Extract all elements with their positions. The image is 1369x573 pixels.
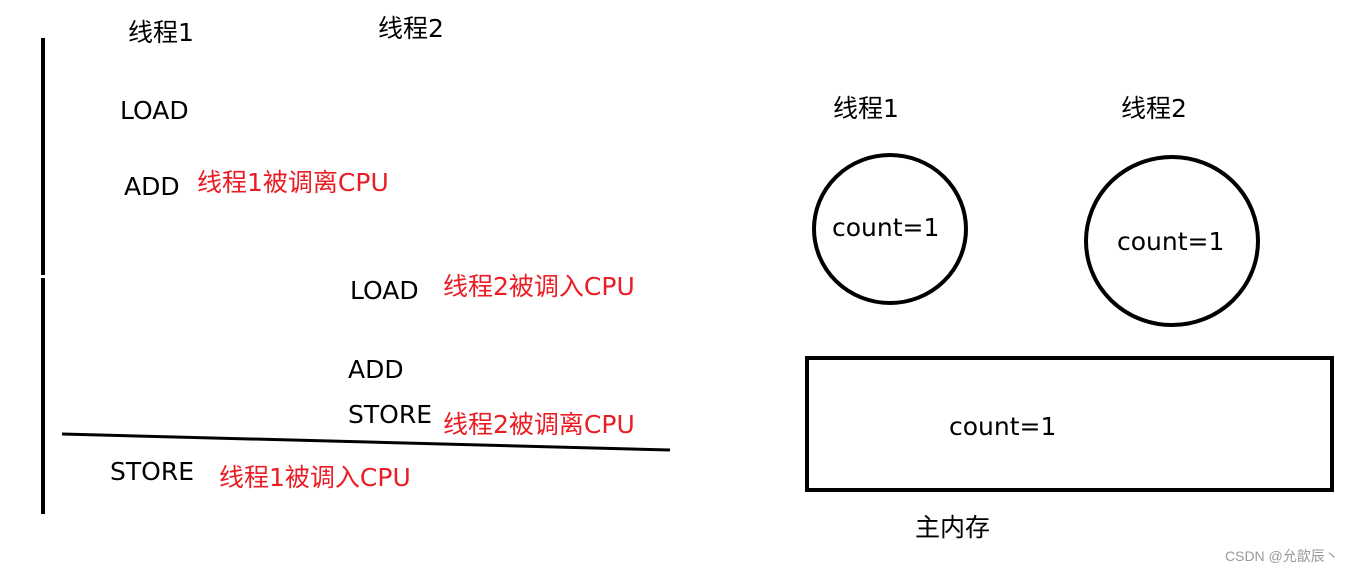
thread2-memory-circle (1084, 155, 1260, 327)
main-memory-box (805, 356, 1334, 492)
main-count-value: count=1 (949, 412, 1057, 441)
thread2-memory-label: 线程2 (1121, 94, 1187, 123)
step-instr: ADD (348, 355, 404, 384)
thread2-header: 线程2 (378, 14, 444, 43)
thread1-header: 线程1 (128, 18, 194, 47)
thread1-memory-circle (812, 153, 968, 305)
watermark: CSDN @允歆辰丶 (1225, 548, 1339, 564)
thread2-count-value: count=1 (1117, 227, 1225, 256)
step-instr: LOAD (120, 96, 189, 125)
step-instr: STORE (110, 457, 194, 486)
step-instr: ADD (124, 172, 180, 201)
thread1-count-value: count=1 (832, 213, 940, 242)
step-instr: STORE (348, 400, 432, 429)
step-note: 线程2被调离CPU (443, 410, 635, 439)
step-note: 线程1被调入CPU (219, 463, 411, 492)
divider-line (61, 432, 671, 452)
step-instr: LOAD (350, 276, 419, 305)
step-note: 线程1被调离CPU (197, 168, 389, 197)
thread1-memory-label: 线程1 (833, 94, 899, 123)
main-memory-label: 主内存 (915, 513, 991, 542)
step-note: 线程2被调入CPU (443, 272, 635, 301)
